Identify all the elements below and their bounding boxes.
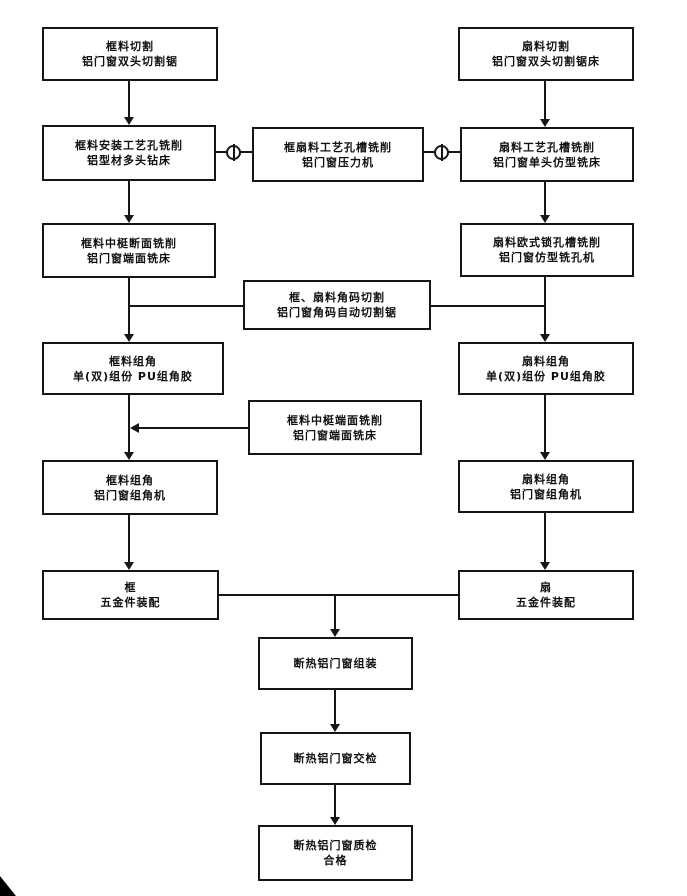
node-frame-corner-crimp: 框料组角 铝门窗组角机 [42,460,218,515]
connector-line [544,181,546,216]
node-label: 框料中梃端面铣削 [287,413,383,427]
node-handover-inspection: 断热铝门窗交检 [260,732,411,785]
node-sash-cut: 扇料切割 铝门窗双头切割锯床 [458,27,634,81]
arrow-down-icon [330,724,340,732]
arrow-down-icon [540,452,550,460]
node-frame-sash-hole-mill: 框扇料工艺孔槽铣削 铝门窗压力机 [252,127,424,182]
node-sublabel: 铝门窗组角机 [510,487,582,501]
node-label: 扇料切割 [522,40,570,53]
circle-connector-bar [232,144,235,161]
node-label: 断热铝门窗质检 [293,839,378,852]
node-frame-mullion-end-mill: 框料中梃端面铣削 铝门窗端面铣床 [248,400,422,455]
node-label: 框、扇料角码切割 [289,291,385,304]
node-sash-euro-groove-mill: 扇料欧式锁孔槽铣削 铝门窗仿型铣孔机 [460,223,634,277]
connector-line [219,594,458,596]
node-frame-hardware: 框 五金件装配 [42,570,219,620]
node-sublabel: 铝门窗双头切割锯 [82,55,178,68]
circle-connector-icon [434,144,449,161]
arrow-down-icon [124,334,134,342]
node-label: 框料中梃断面铣削 [81,236,177,250]
node-label: 扇料组角 [522,354,570,368]
node-label: 框料组角 [106,473,154,487]
node-sublabel: 单(双)组份 PU组角胶 [73,369,193,383]
node-quality-inspection: 断热铝门窗质检 合格 [258,825,413,881]
node-sash-hardware: 扇 五金件装配 [458,570,634,620]
connector-line [128,394,130,453]
arrow-down-icon [330,629,340,637]
connector-line [544,81,546,120]
arrow-down-icon [540,562,550,570]
node-frame-mullion-section-mill: 框料中梃断面铣削 铝门窗端面铣床 [42,223,216,278]
node-label: 扇料欧式锁孔槽铣削 [493,236,601,249]
node-sublabel: 铝门窗组角机 [94,488,166,502]
arrow-down-icon [124,562,134,570]
node-label: 框料组角 [109,354,157,368]
connector-line [137,427,248,429]
node-sublabel: 五金件装配 [516,596,576,609]
node-label: 扇料组角 [522,472,570,486]
circle-connector-icon [226,144,241,161]
node-corner-key-cut: 框、扇料角码切割 铝门窗角码自动切割锯 [243,280,431,330]
node-label: 框料安装工艺孔铣削 [75,139,183,152]
connector-line [431,305,546,307]
node-assembly: 断热铝门窗组装 [258,637,413,690]
node-frame-hole-mill: 框料安装工艺孔铣削 铝型材多头钻床 [42,125,216,181]
node-sublabel: 铝门窗仿型铣孔机 [499,251,595,264]
node-sash-corner-crimp: 扇料组角 铝门窗组角机 [458,460,634,513]
node-sublabel: 铝门窗双头切割锯床 [492,55,600,68]
connector-line [128,81,130,118]
node-sublabel: 铝门窗角码自动切割锯 [277,306,397,319]
node-frame-cut: 框料切割 铝门窗双头切割锯 [42,27,218,81]
connector-line [334,690,336,725]
node-label: 断热铝门窗交检 [293,752,378,765]
node-sublabel: 合格 [323,854,348,867]
node-label: 框料切割 [106,40,154,53]
arrow-down-icon [124,117,134,125]
arrow-down-icon [124,452,134,460]
connector-line [128,514,130,563]
connector-line [544,394,546,453]
node-frame-corner-glue: 框料组角 单(双)组份 PU组角胶 [42,342,224,395]
arrow-down-icon [540,215,550,223]
arrow-left-icon [130,423,139,433]
node-sublabel: 铝门窗端面铣床 [293,428,377,442]
arrow-down-icon [540,119,550,127]
connector-line [544,512,546,563]
node-label: 框 [124,581,137,594]
connector-line [334,595,336,630]
node-sublabel: 铝门窗单头仿型铣床 [493,155,601,169]
node-label: 框扇料工艺孔槽铣削 [284,140,392,154]
node-sublabel: 铝门窗压力机 [302,155,374,169]
connector-line [128,305,243,307]
node-sublabel: 五金件装配 [100,596,161,609]
circle-connector-bar [440,144,443,161]
node-label: 断热铝门窗组装 [293,657,378,670]
connector-line [128,180,130,216]
node-sublabel: 铝型材多头钻床 [87,154,171,167]
node-sash-corner-glue: 扇料组角 单(双)组份 PU组角胶 [458,342,634,395]
arrow-down-icon [124,215,134,223]
node-label: 扇料工艺孔槽铣削 [499,140,595,154]
arrow-down-icon [540,334,550,342]
node-sublabel: 铝门窗端面铣床 [87,251,171,265]
connector-line [334,785,336,818]
node-sash-hole-mill: 扇料工艺孔槽铣削 铝门窗单头仿型铣床 [460,127,634,182]
node-sublabel: 单(双)组份 PU组角胶 [486,369,606,383]
arrow-down-icon [330,817,340,825]
node-label: 扇 [540,581,552,594]
scan-artifact [0,876,16,896]
